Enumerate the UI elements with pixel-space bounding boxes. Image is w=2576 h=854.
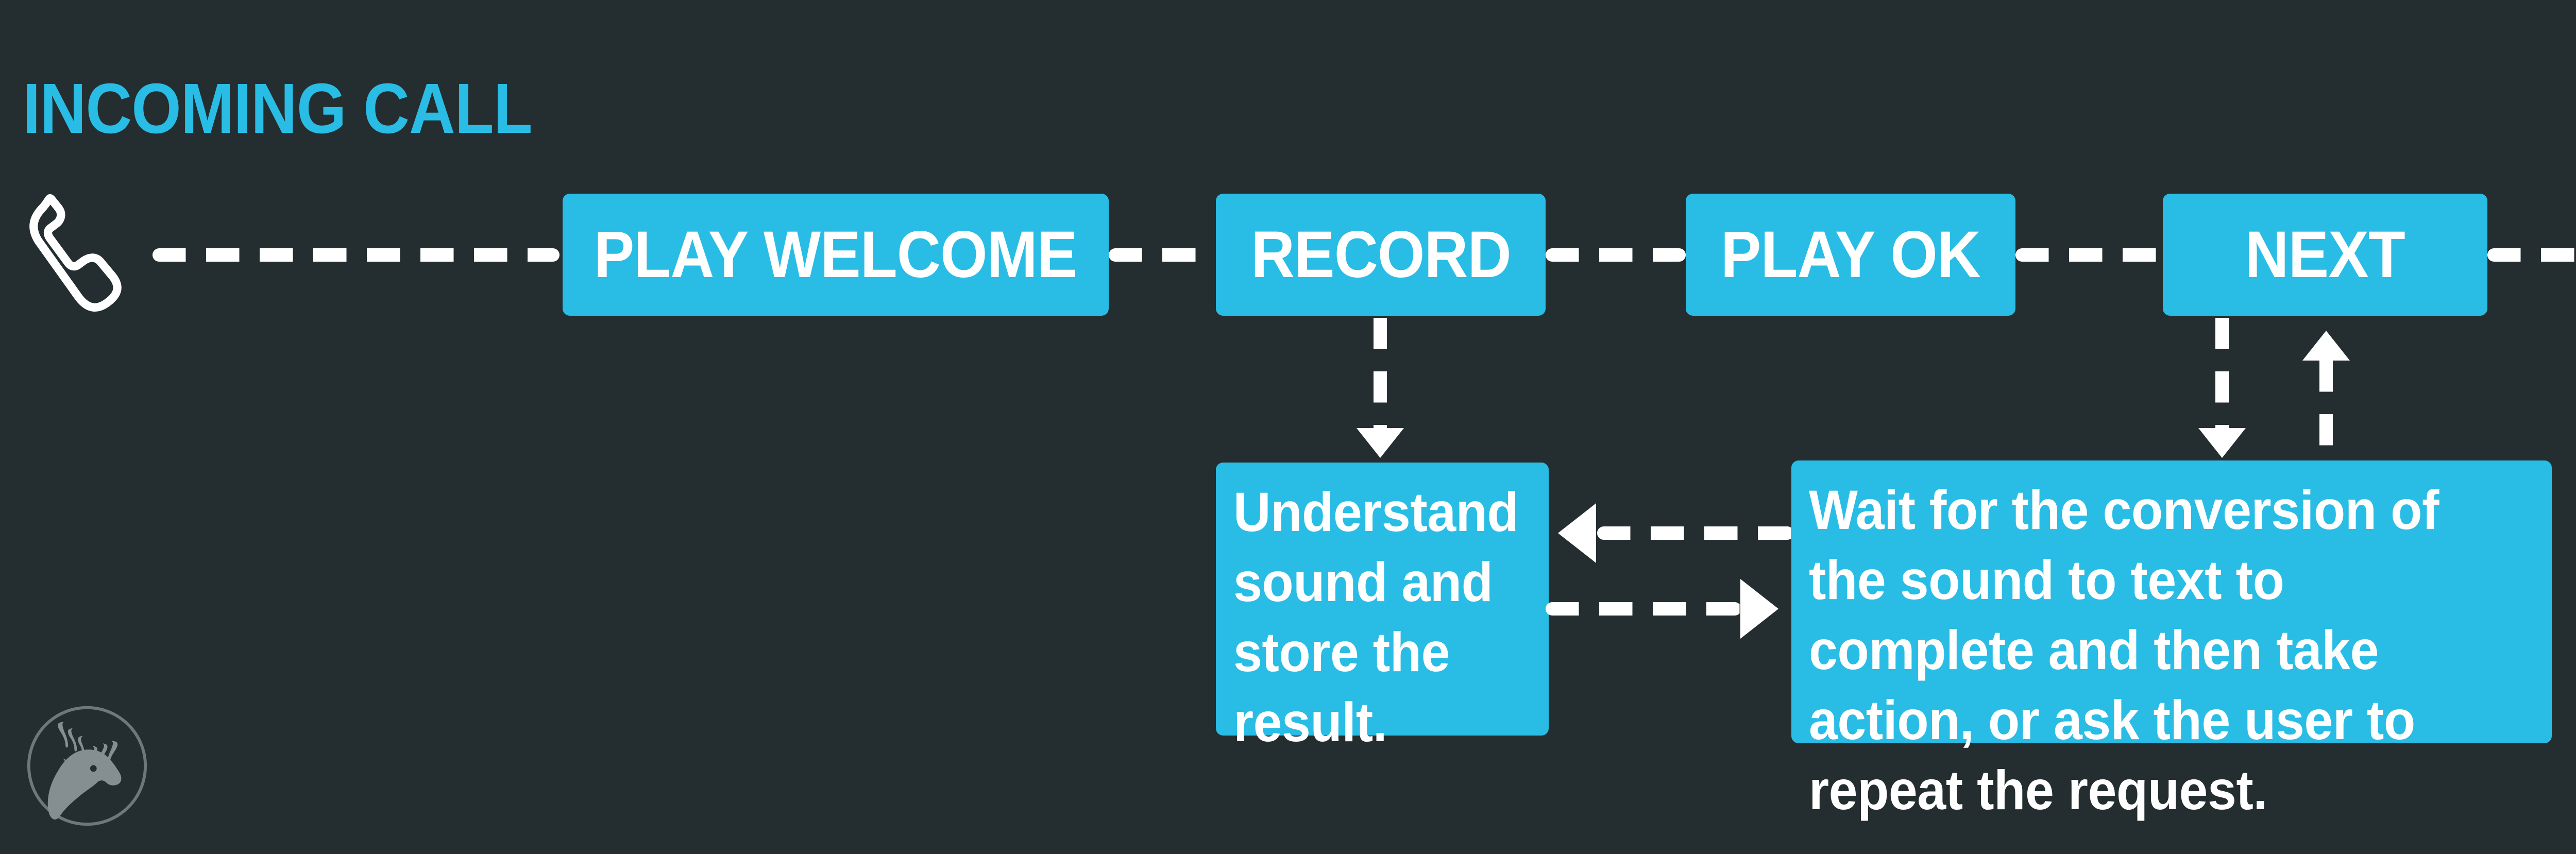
note-understand: Understand sound and store the result. (1216, 463, 1549, 753)
arrowhead-wait-note-to-next (2302, 331, 2350, 361)
note-understand-text: Understand sound and store the result. (1233, 481, 1519, 754)
connector-next-to-wait-note (2215, 318, 2229, 429)
connector-wait-note-to-understand-note (1597, 526, 1794, 540)
connector-record-to-understand-note (1374, 318, 1387, 429)
connector-next-to-person (2487, 248, 2576, 262)
node-next[interactable]: NEXT (2163, 194, 2487, 316)
connector-play-welcome-to-record (1109, 248, 1221, 262)
node-play-ok[interactable]: PLAY OK (1686, 194, 2015, 316)
connector-understand-note-to-wait-note (1546, 602, 1741, 616)
phone-handset-icon (18, 192, 146, 320)
node-next-label: NEXT (2245, 217, 2405, 292)
node-play-welcome-label: PLAY WELCOME (594, 217, 1078, 292)
arrowhead-record-to-understand-note (1357, 428, 1404, 458)
arrowhead-wait-note-to-understand-note (1558, 503, 1596, 563)
connector-play-ok-to-next (2015, 248, 2163, 262)
arrowhead-next-to-wait-note (2198, 428, 2246, 458)
note-wait-text: Wait for the conversion of the sound to … (1809, 479, 2439, 822)
node-play-welcome[interactable]: PLAY WELCOME (563, 194, 1109, 316)
arrowhead-understand-note-to-wait-note (1740, 579, 1778, 639)
node-play-ok-label: PLAY OK (1720, 217, 1981, 292)
node-record[interactable]: RECORD (1216, 194, 1546, 316)
connector-wait-note-to-next (2319, 361, 2333, 464)
deer-head-logo (24, 703, 150, 829)
connector-phone-to-play-welcome (152, 248, 560, 262)
connector-record-to-play-ok (1546, 248, 1686, 262)
note-wait: Wait for the conversion of the sound to … (1791, 460, 2552, 821)
page-title-incoming-call: INCOMING CALL (23, 69, 533, 148)
node-record-label: RECORD (1250, 217, 1512, 292)
